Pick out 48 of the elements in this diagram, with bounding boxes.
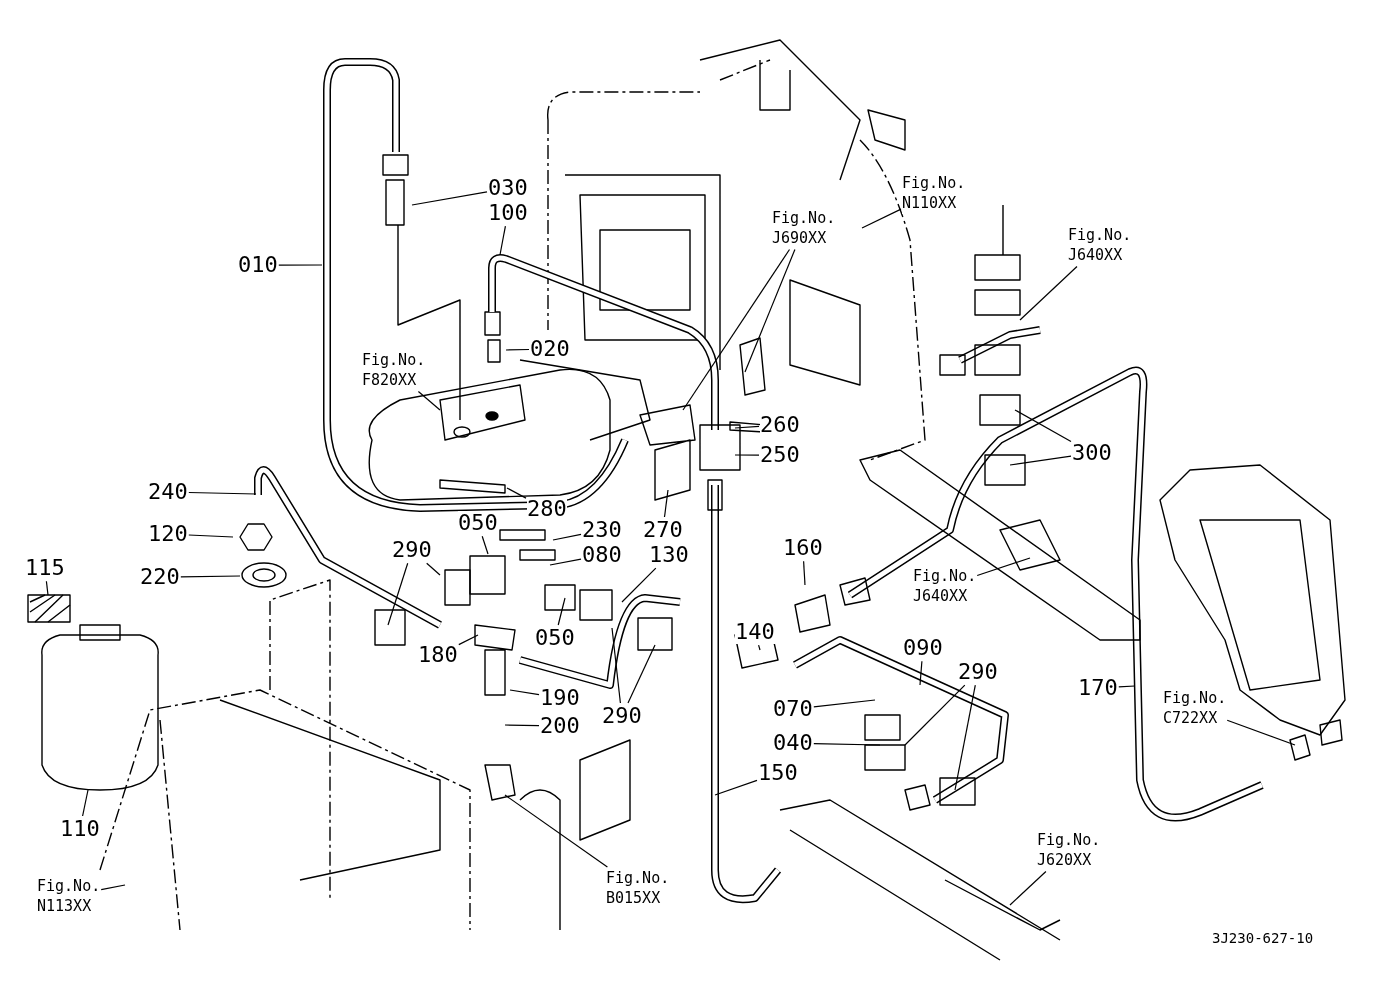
leader-line <box>100 884 126 891</box>
leader-line <box>1226 719 1296 746</box>
leader-line <box>1118 685 1136 688</box>
leader-line <box>411 191 488 206</box>
leader-line <box>180 575 241 578</box>
leader-line <box>734 425 760 429</box>
leader-line <box>1019 265 1078 321</box>
leader-line <box>744 248 796 373</box>
leader-line <box>481 535 489 555</box>
leader-line <box>803 560 806 586</box>
leader-line <box>557 597 566 626</box>
leader-line <box>499 225 506 256</box>
leader-line <box>552 533 582 541</box>
callout-number: 140 <box>735 620 775 645</box>
leader-line <box>509 689 540 696</box>
leader-line <box>714 779 758 796</box>
leader-line <box>417 390 441 411</box>
leader-line <box>458 634 479 646</box>
leader-line <box>682 248 791 411</box>
leader-line <box>82 789 89 817</box>
leader-line <box>663 489 669 518</box>
leader-line <box>813 699 876 708</box>
leader-line <box>1014 409 1072 442</box>
leader-line <box>188 534 234 538</box>
leader-line <box>45 580 49 596</box>
leader-line <box>919 660 923 686</box>
leader-line <box>506 487 527 499</box>
leader-line <box>861 208 902 229</box>
leader-line <box>904 684 966 746</box>
leader-line <box>734 454 760 456</box>
leader-line <box>387 562 409 626</box>
leader-line <box>278 264 323 266</box>
leader-line <box>954 684 976 791</box>
leader-line <box>1009 870 1047 906</box>
leader-line <box>1009 455 1072 466</box>
leader-line <box>504 724 540 727</box>
leader-line <box>813 743 881 746</box>
drawing-number: 3J230-627-10 <box>1212 930 1314 946</box>
leader-line <box>505 348 530 351</box>
leader-line <box>188 491 257 495</box>
leader-line <box>549 558 582 566</box>
leader-line <box>976 557 1031 577</box>
leader-line <box>627 644 656 704</box>
leader-line <box>758 644 761 651</box>
leader-line <box>621 567 657 603</box>
leader-line <box>611 627 621 704</box>
leader-line <box>504 794 608 868</box>
leader-line <box>426 562 441 576</box>
